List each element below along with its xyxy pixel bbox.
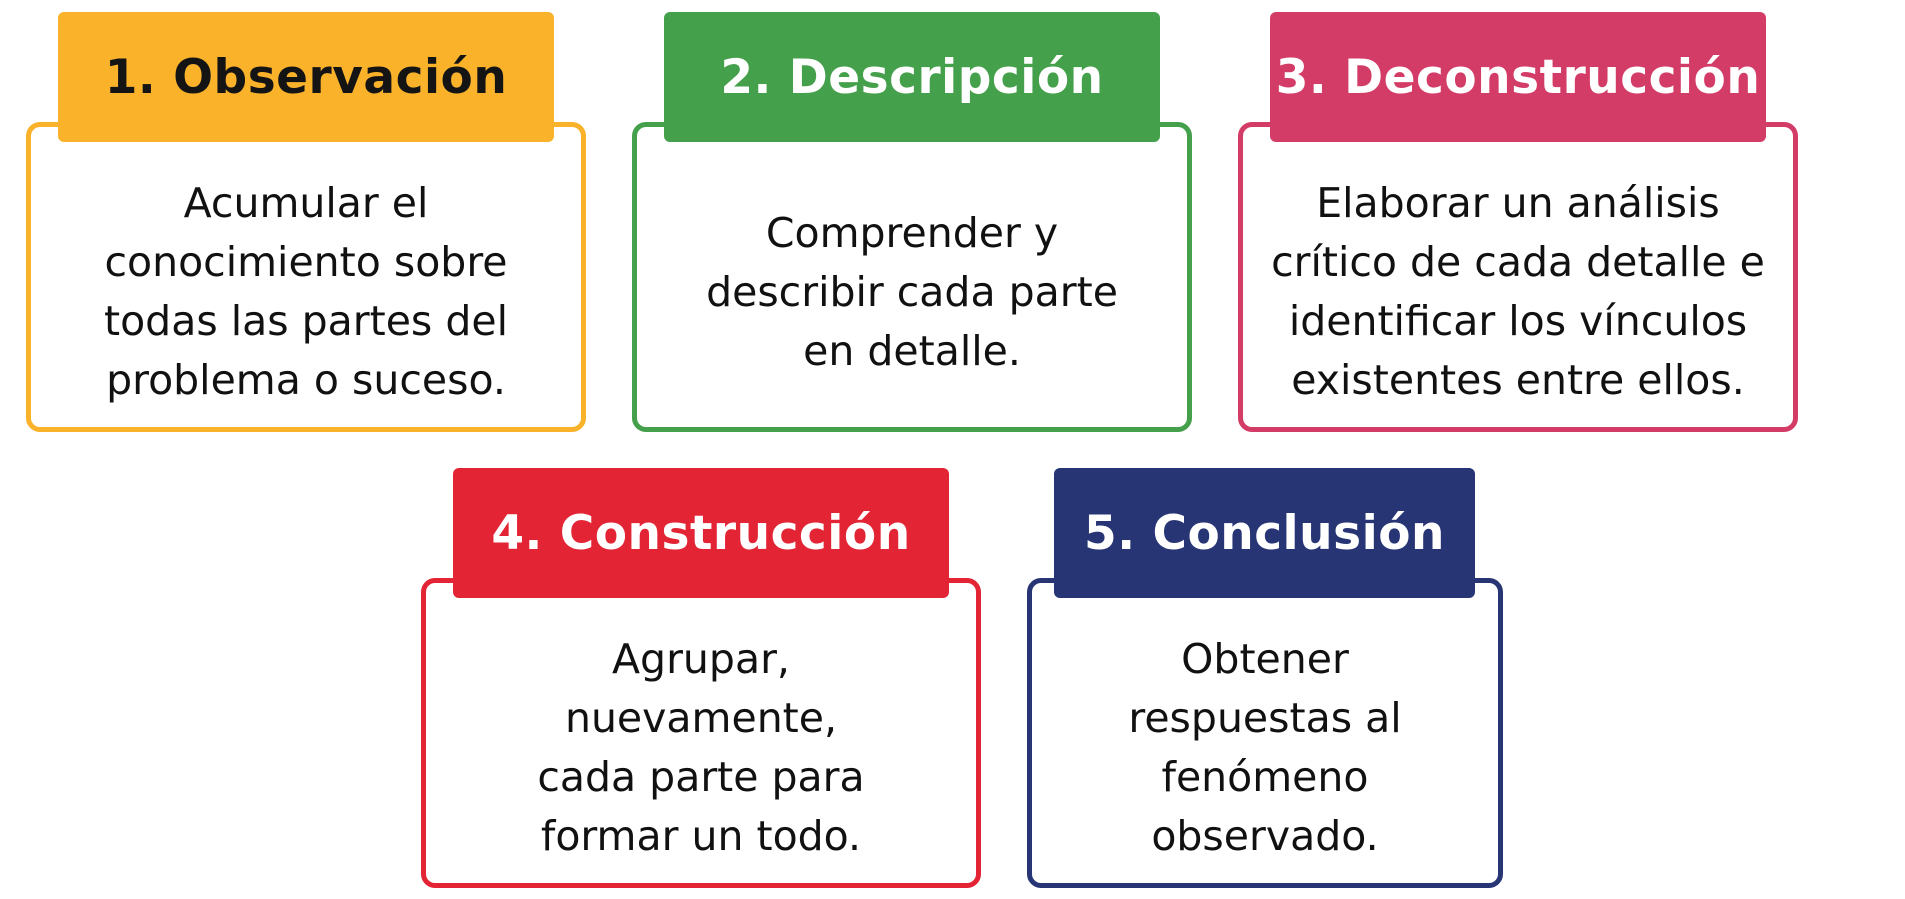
step-deconstruccion-header: 3. Deconstrucción — [1270, 12, 1766, 142]
step-construccion-description: Agrupar, nuevamente, cada parte para for… — [537, 635, 865, 860]
step-descripcion-description: Comprender y describir cada parte en det… — [706, 208, 1118, 375]
step-conclusion-description: Obtener respuestas al fenómeno observado… — [1128, 635, 1402, 860]
step-descripcion-box: Comprender y describir cada parte en det… — [632, 122, 1192, 432]
step-deconstruccion: Elaborar un análisis crítico de cada det… — [1238, 12, 1798, 432]
step-observacion-title: 1. Observación — [104, 49, 508, 105]
step-conclusion-title: 5. Conclusión — [1084, 505, 1445, 561]
step-conclusion-box: Obtener respuestas al fenómeno observado… — [1027, 578, 1503, 888]
step-conclusion-header: 5. Conclusión — [1054, 468, 1475, 598]
step-descripcion-title: 2. Descripción — [720, 49, 1104, 105]
step-construccion-header: 4. Construcción — [453, 468, 949, 598]
step-deconstruccion-box: Elaborar un análisis crítico de cada det… — [1238, 122, 1798, 432]
step-observacion-header: 1. Observación — [58, 12, 554, 142]
step-observacion: Acumular el conocimiento sobre todas las… — [26, 12, 586, 432]
step-construccion-title: 4. Construcción — [491, 505, 911, 561]
step-observacion-description: Acumular el conocimiento sobre todas las… — [104, 179, 508, 404]
step-deconstruccion-title: 3. Deconstrucción — [1275, 49, 1761, 105]
step-construccion: Agrupar, nuevamente, cada parte para for… — [421, 468, 981, 888]
step-conclusion: Obtener respuestas al fenómeno observado… — [1027, 468, 1587, 888]
step-observacion-box: Acumular el conocimiento sobre todas las… — [26, 122, 586, 432]
step-descripcion: Comprender y describir cada parte en det… — [632, 12, 1192, 432]
step-construccion-box: Agrupar, nuevamente, cada parte para for… — [421, 578, 981, 888]
step-descripcion-header: 2. Descripción — [664, 12, 1160, 142]
step-deconstruccion-description: Elaborar un análisis crítico de cada det… — [1271, 179, 1765, 404]
